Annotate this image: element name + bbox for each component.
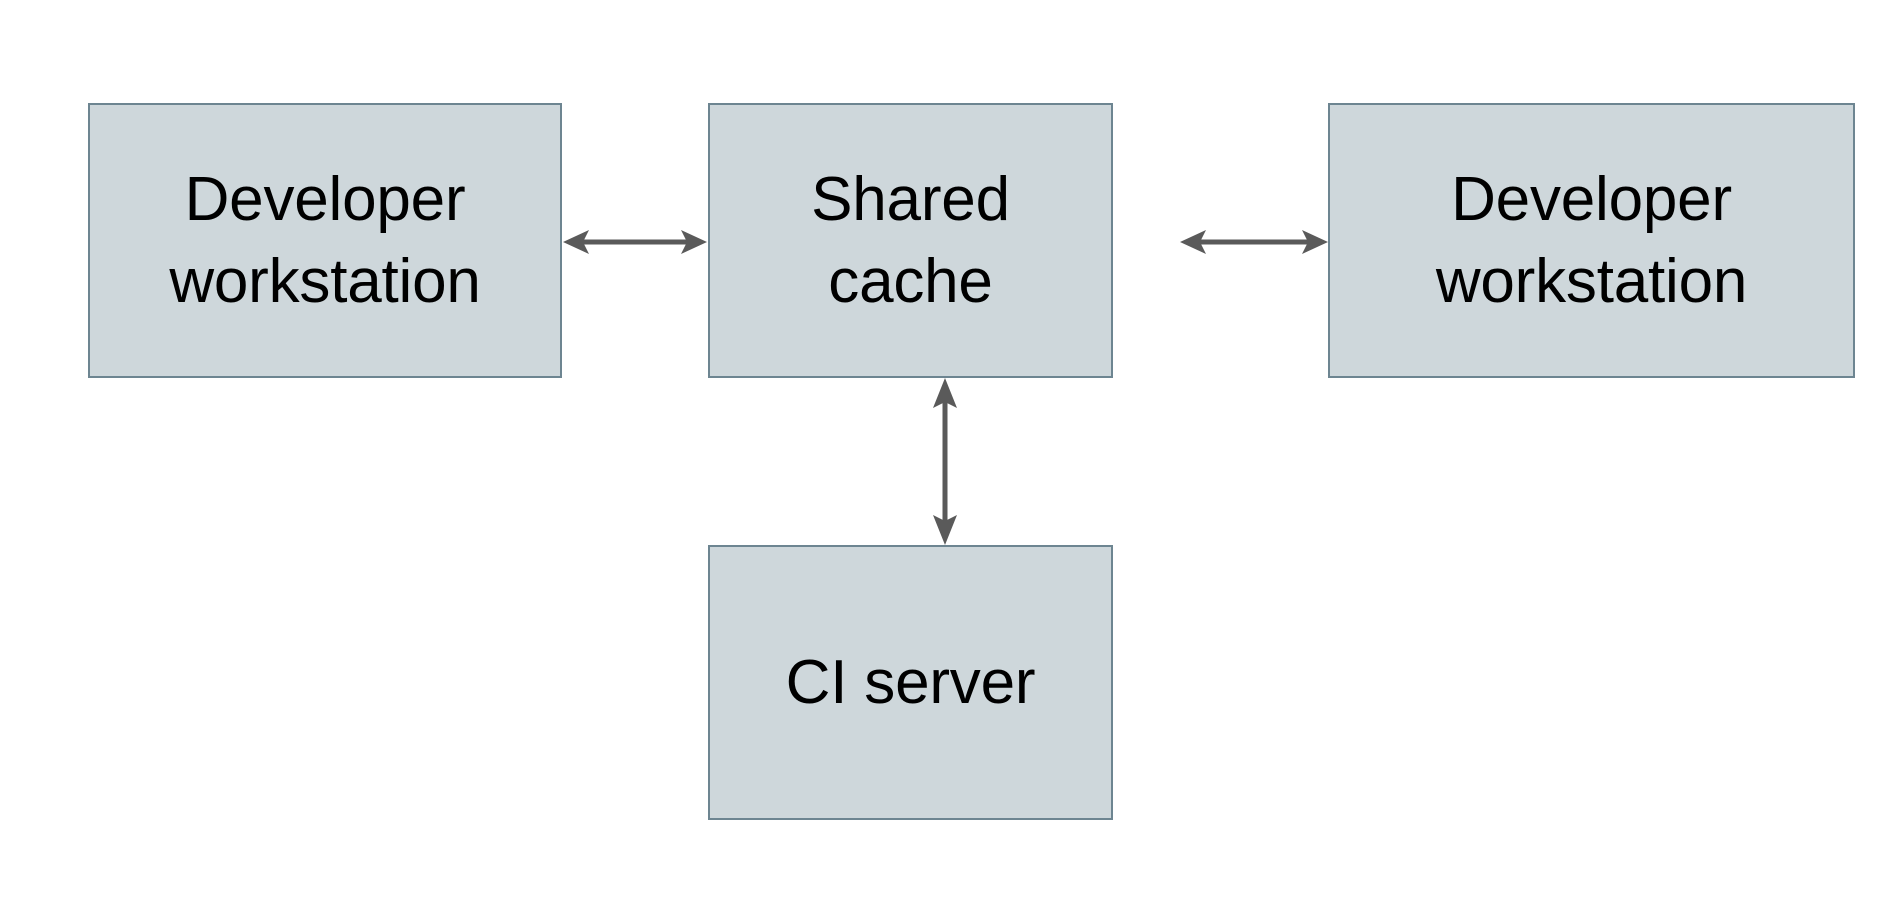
- node-label: Shared cache: [811, 164, 1010, 316]
- double-headed-arrow-icon: [933, 378, 957, 545]
- node-label: Developer workstation: [1435, 164, 1748, 316]
- node-shared-cache[interactable]: Shared cache: [708, 103, 1113, 378]
- node-label: Developer workstation: [169, 164, 481, 316]
- double-headed-arrow-icon: [1180, 230, 1328, 254]
- edge-shared-cache-to-ci-server[interactable]: [915, 378, 975, 545]
- node-developer-workstation-left[interactable]: Developer workstation: [88, 103, 562, 378]
- node-developer-workstation-right[interactable]: Developer workstation: [1328, 103, 1855, 378]
- node-ci-server[interactable]: CI server: [708, 545, 1113, 820]
- double-headed-arrow-icon: [563, 230, 707, 254]
- node-label: CI server: [785, 647, 1036, 717]
- edge-developer-workstation-left-to-shared-cache[interactable]: [563, 212, 707, 272]
- edge-shared-cache-to-developer-workstation-right[interactable]: [1180, 212, 1328, 272]
